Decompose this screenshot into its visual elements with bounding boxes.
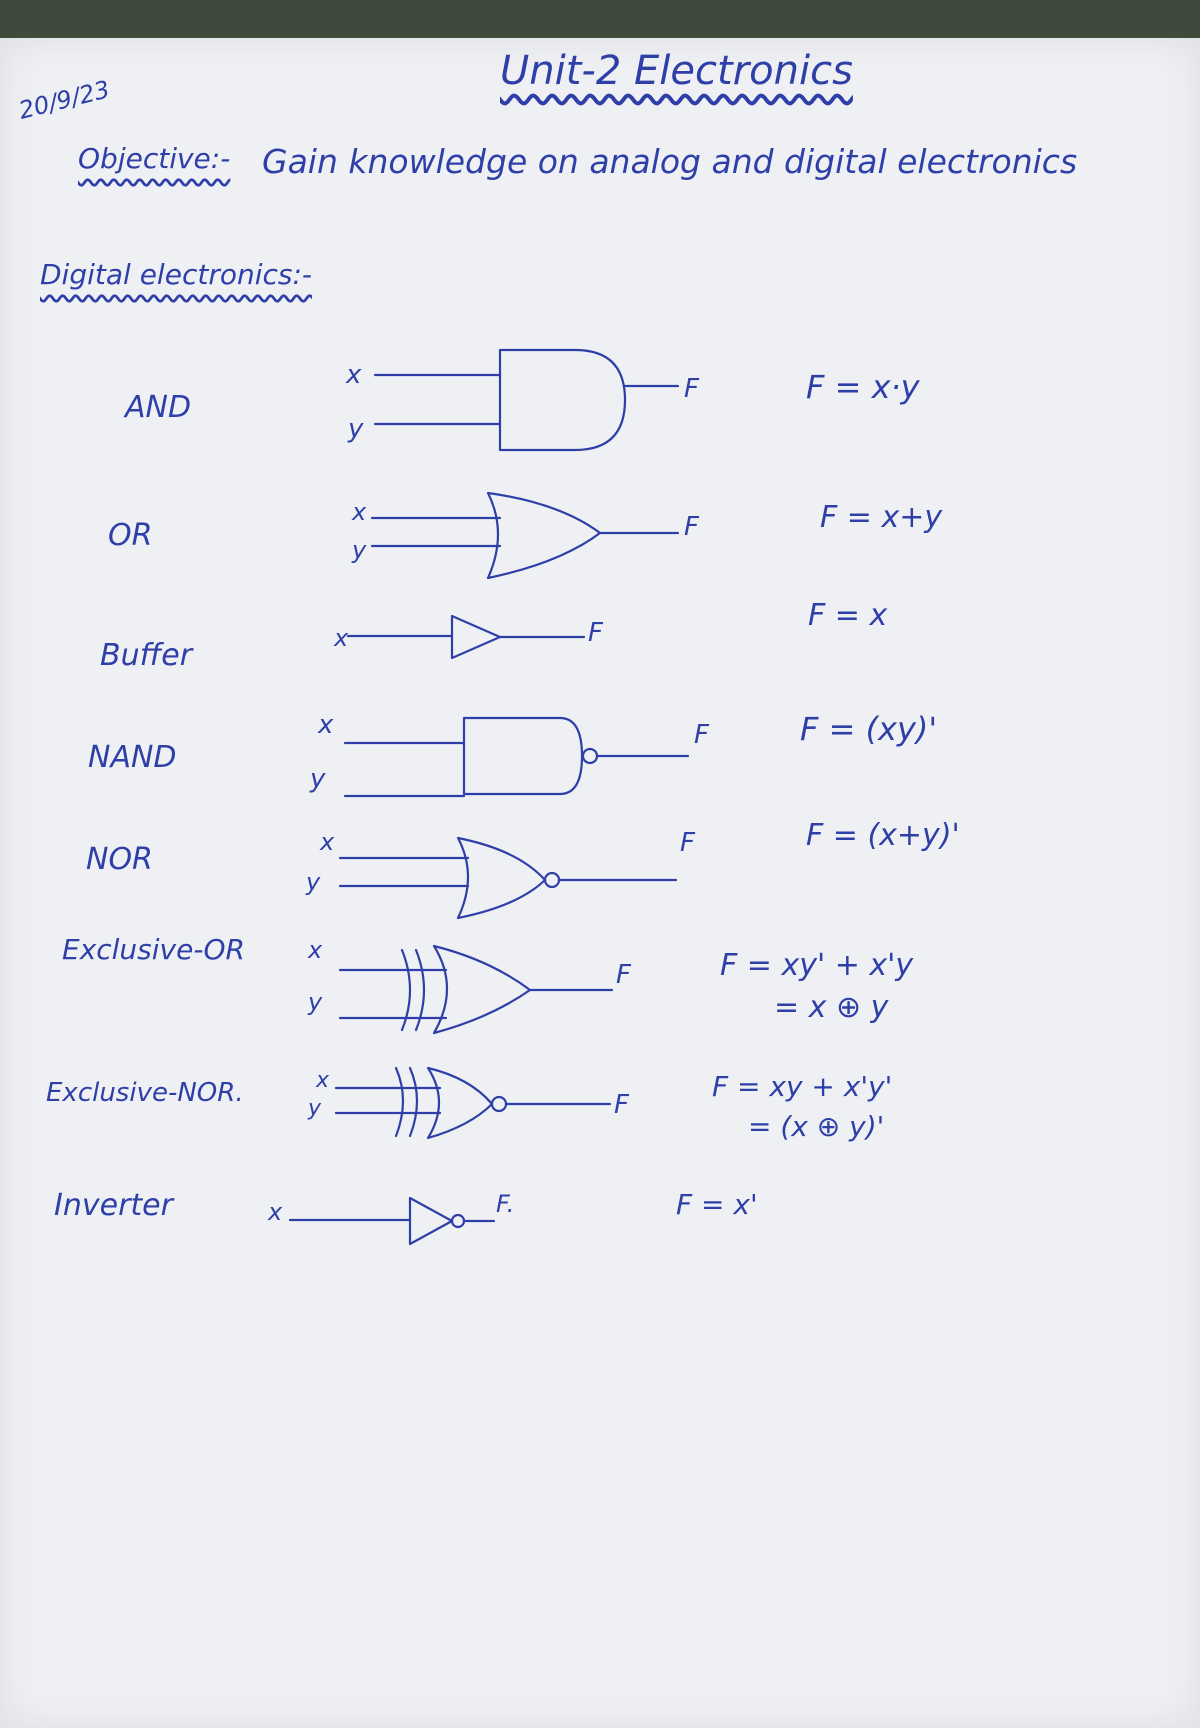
buffer-gate-symbol	[346, 614, 586, 660]
xor-equation-line2: = x ⊕ y	[774, 990, 889, 1025]
or-input-y: y	[352, 536, 367, 564]
and-input-x: x	[346, 360, 362, 390]
inverter-gate-symbol	[288, 1196, 496, 1246]
xor-input-x: x	[308, 936, 323, 964]
nor-gate-symbol	[338, 836, 678, 920]
gate-name-xor: Exclusive-OR	[62, 933, 245, 966]
gate-name-buffer: Buffer	[100, 638, 193, 673]
and-equation: F = x·y	[806, 368, 920, 406]
nor-output: F	[680, 828, 695, 858]
gate-name-xnor: Exclusive-NOR.	[46, 1078, 244, 1108]
and-gate-symbol	[373, 348, 680, 452]
or-gate-symbol	[370, 491, 680, 580]
gate-name-nor: NOR	[86, 842, 153, 877]
gate-name-nand: NAND	[88, 740, 177, 775]
xor-equation-line1: F = xy' + x'y	[720, 948, 914, 983]
inverter-input-x: x	[268, 1198, 283, 1226]
xor-gate-symbol	[338, 944, 614, 1035]
buffer-equation: F = x	[808, 598, 888, 633]
nand-input-x: x	[318, 710, 334, 740]
nor-input-x: x	[320, 828, 335, 856]
xnor-input-y: y	[308, 1096, 322, 1121]
xor-output: F	[616, 960, 631, 990]
xor-input-y: y	[308, 988, 323, 1016]
nand-gate-symbol	[343, 716, 690, 798]
xnor-input-x: x	[316, 1068, 330, 1093]
nand-input-y: y	[310, 764, 326, 794]
gate-name-or: OR	[108, 518, 153, 553]
and-input-y: y	[348, 414, 364, 444]
xnor-output: F	[614, 1090, 629, 1120]
page-title: Unit-2 Electronics	[500, 48, 853, 94]
nor-input-y: y	[306, 868, 321, 896]
and-output: F	[684, 374, 699, 404]
buffer-input-x: x	[334, 624, 349, 652]
nand-equation: F = (xy)'	[800, 710, 938, 748]
buffer-output: F	[588, 618, 603, 648]
inverter-output: F.	[496, 1190, 515, 1218]
objective-text: Gain knowledge on analog and digital ele…	[262, 142, 1078, 181]
inverter-equation: F = x'	[676, 1188, 758, 1221]
xnor-equation-line2: = (x ⊕ y)'	[748, 1110, 885, 1143]
nor-equation: F = (x+y)'	[806, 818, 960, 853]
or-input-x: x	[352, 498, 367, 526]
nand-output: F	[694, 720, 709, 750]
or-output: F	[684, 512, 699, 542]
objective-label: Objective:-	[78, 142, 231, 175]
or-equation: F = x+y	[820, 500, 943, 535]
xnor-equation-line1: F = xy + x'y'	[712, 1070, 893, 1103]
gate-name-and: AND	[125, 390, 192, 425]
gate-diagrams	[288, 348, 690, 1246]
gate-name-inverter: Inverter	[54, 1188, 173, 1223]
xnor-gate-symbol	[334, 1066, 612, 1140]
notebook-page: 20/9/23 Unit-2 Electronics Objective:- G…	[0, 38, 1200, 1728]
section-title: Digital electronics:-	[40, 258, 313, 291]
